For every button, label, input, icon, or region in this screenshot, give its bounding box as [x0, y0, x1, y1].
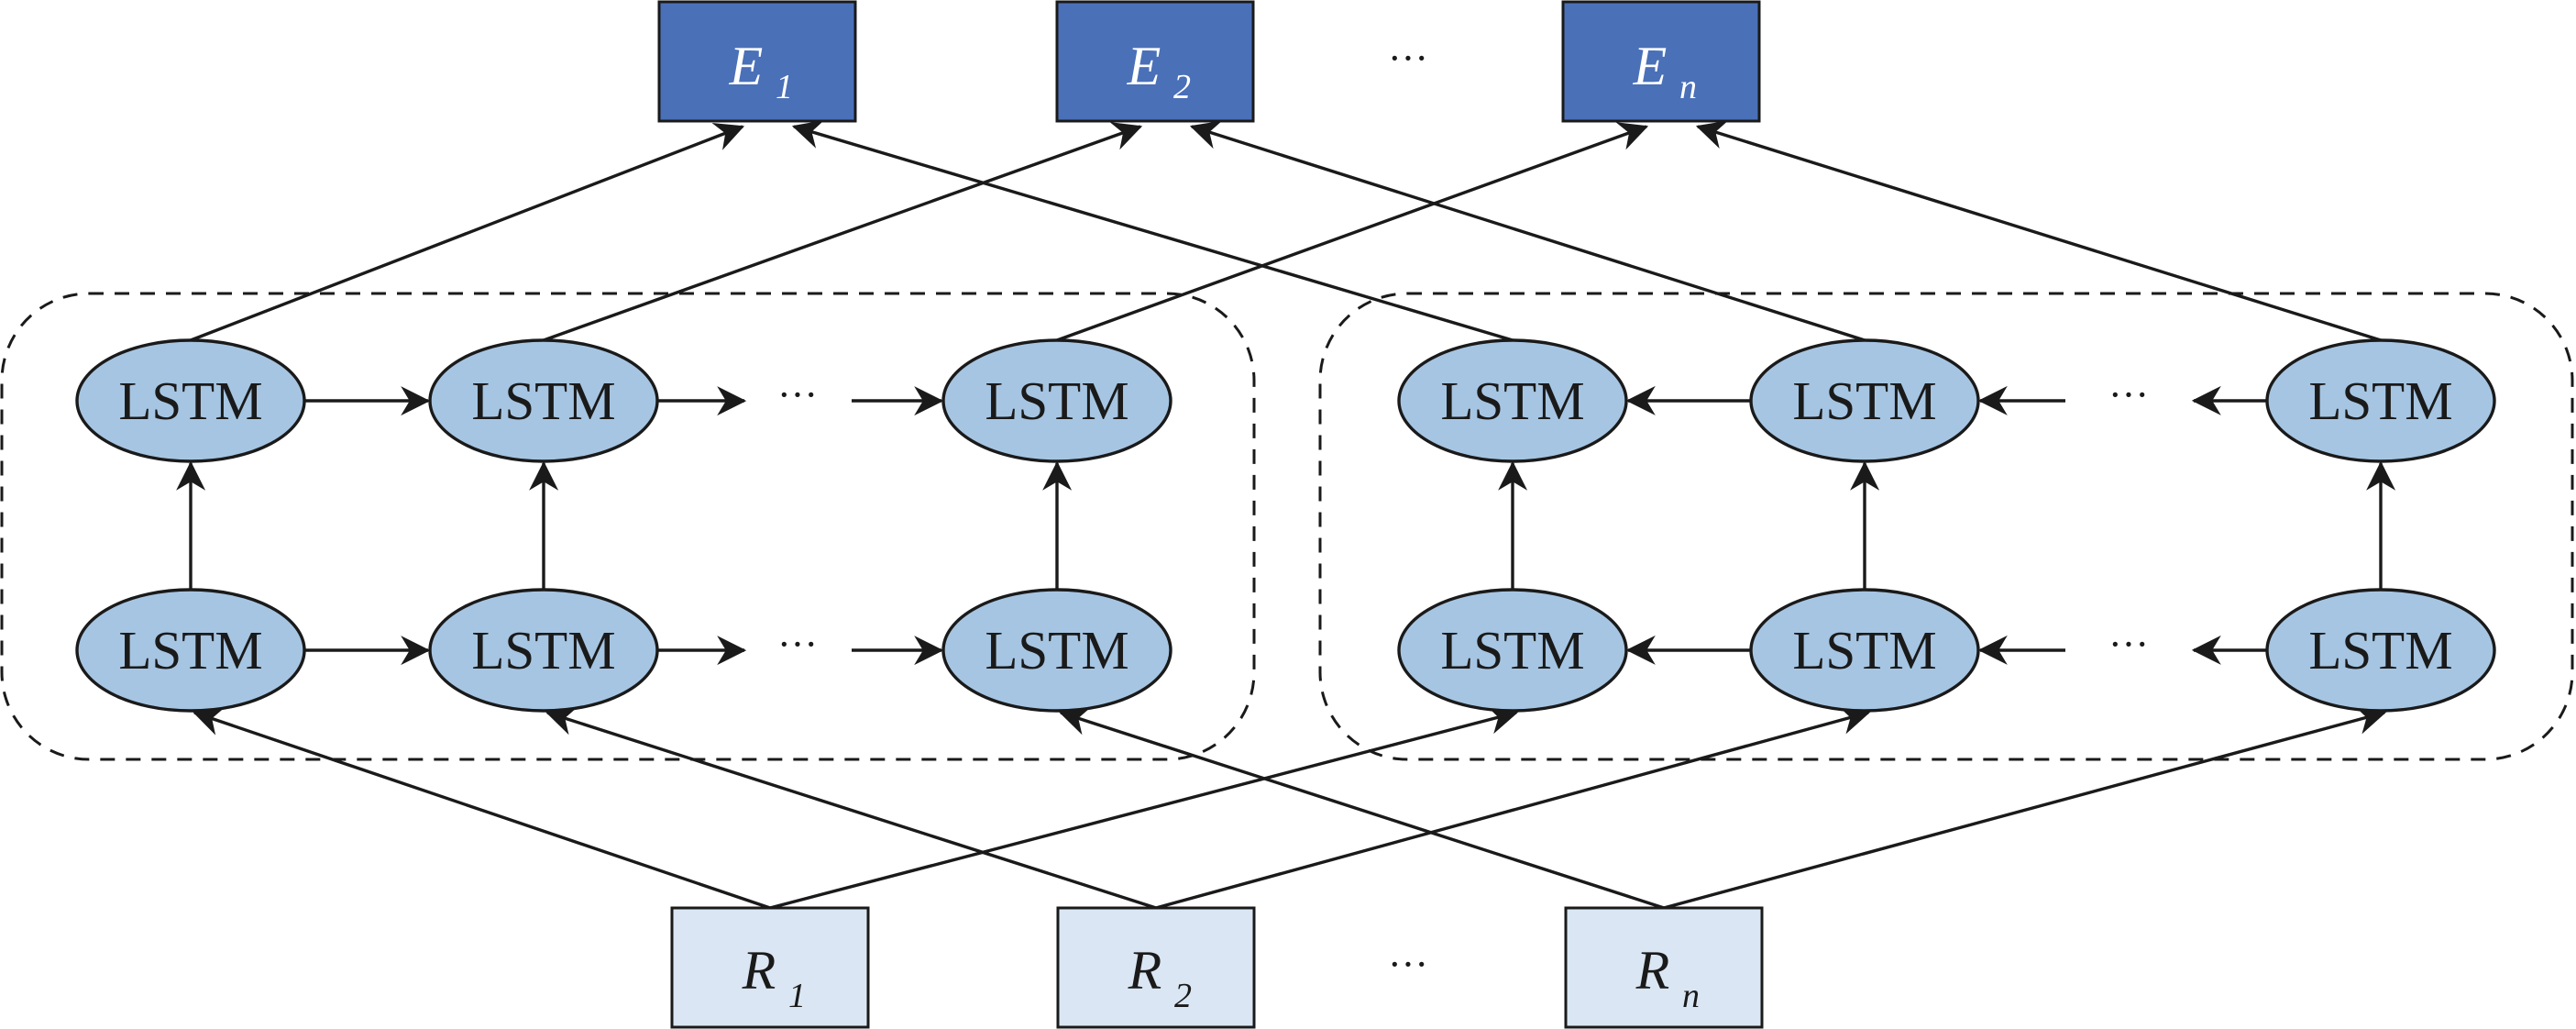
lstm-backward-bottom-2 — [1749, 588, 1980, 713]
lstm-backward-bottom-3-label: LSTM — [2308, 620, 2452, 680]
backward-to-output-3 — [1695, 120, 2382, 342]
forward-to-output-3 — [1056, 122, 1649, 342]
output-box-1 — [657, 0, 857, 123]
lstm-backward-top-2 — [1749, 338, 1980, 463]
input-box-2 — [1056, 906, 1256, 1029]
input-ellipsis: ··· — [1388, 942, 1428, 987]
forward-to-output-1 — [190, 122, 745, 342]
input-sub-2: 2 — [1174, 977, 1192, 1015]
output-sub-1: 1 — [776, 68, 793, 106]
lstm-forward-top-2-label: LSTM — [471, 371, 615, 431]
row-ellipsis-4: ··· — [2108, 622, 2149, 667]
ellipses: ··· ··· ··· ··· ··· ··· — [777, 36, 2149, 987]
input-to-backward-2 — [1155, 705, 1871, 910]
lstm-nodes: LSTM LSTM LSTM LSTM LSTM LSTM LSTM LSTM LSTM LSTM… — [75, 338, 2496, 713]
output-label-2: E — [1127, 36, 1161, 96]
lstm-backward-bottom-1 — [1397, 588, 1628, 713]
lstm-backward-top-1 — [1397, 338, 1628, 463]
forward-to-output-2 — [543, 122, 1143, 342]
forward-group-frame — [0, 292, 1256, 761]
backward-group-frame — [1318, 292, 2574, 761]
lstm-forward-top-2 — [428, 338, 659, 463]
row-ellipsis-2: ··· — [777, 622, 818, 667]
input-sub-1: 1 — [788, 977, 806, 1015]
output-ellipsis: ··· — [1388, 36, 1428, 81]
input-box-3 — [1564, 906, 1764, 1029]
lstm-backward-bottom-1-label: LSTM — [1440, 620, 1584, 680]
lstm-forward-top-1 — [75, 338, 306, 463]
output-box-3 — [1561, 0, 1761, 123]
input-to-forward-1 — [192, 707, 771, 910]
lstm-backward-bottom-3 — [2265, 588, 2496, 713]
input-to-backward-3 — [1663, 705, 2387, 910]
output-box-2 — [1055, 0, 1255, 123]
lstm-backward-top-2-label: LSTM — [1792, 371, 1936, 431]
output-label-3: E — [1633, 36, 1668, 96]
input-box-1 — [670, 906, 870, 1029]
lstm-forward-bottom-3 — [941, 588, 1172, 713]
output-sub-2: 2 — [1173, 68, 1191, 106]
backward-to-output-1 — [791, 120, 1514, 342]
input-label-2: R — [1128, 940, 1162, 1001]
row-ellipsis-3: ··· — [2108, 372, 2149, 417]
lstm-forward-top-1-label: LSTM — [118, 371, 262, 431]
row-ellipsis-1: ··· — [777, 372, 818, 417]
lstm-forward-top-3 — [941, 338, 1172, 463]
lstm-forward-bottom-2 — [428, 588, 659, 713]
input-to-forward-3 — [1058, 706, 1665, 910]
input-sub-3: n — [1682, 977, 1700, 1015]
output-sub-3: n — [1679, 68, 1697, 106]
backward-to-output-2 — [1189, 120, 1866, 342]
edges — [176, 120, 2396, 910]
lstm-backward-bottom-2-label: LSTM — [1792, 620, 1936, 680]
lstm-forward-bottom-1-label: LSTM — [118, 620, 262, 680]
lstm-forward-bottom-1 — [75, 588, 306, 713]
input-to-forward-2 — [545, 706, 1157, 910]
output-label-1: E — [729, 36, 764, 96]
input-to-backward-1 — [769, 705, 1519, 910]
input-label-1: R — [742, 940, 776, 1001]
input-label-3: R — [1635, 940, 1670, 1001]
lstm-forward-bottom-2-label: LSTM — [471, 620, 615, 680]
lstm-backward-top-3 — [2265, 338, 2496, 463]
lstm-backward-top-1-label: LSTM — [1440, 371, 1584, 431]
lstm-forward-top-3-label: LSTM — [985, 371, 1128, 431]
lstm-backward-top-3-label: LSTM — [2308, 371, 2452, 431]
lstm-forward-bottom-3-label: LSTM — [985, 620, 1128, 680]
